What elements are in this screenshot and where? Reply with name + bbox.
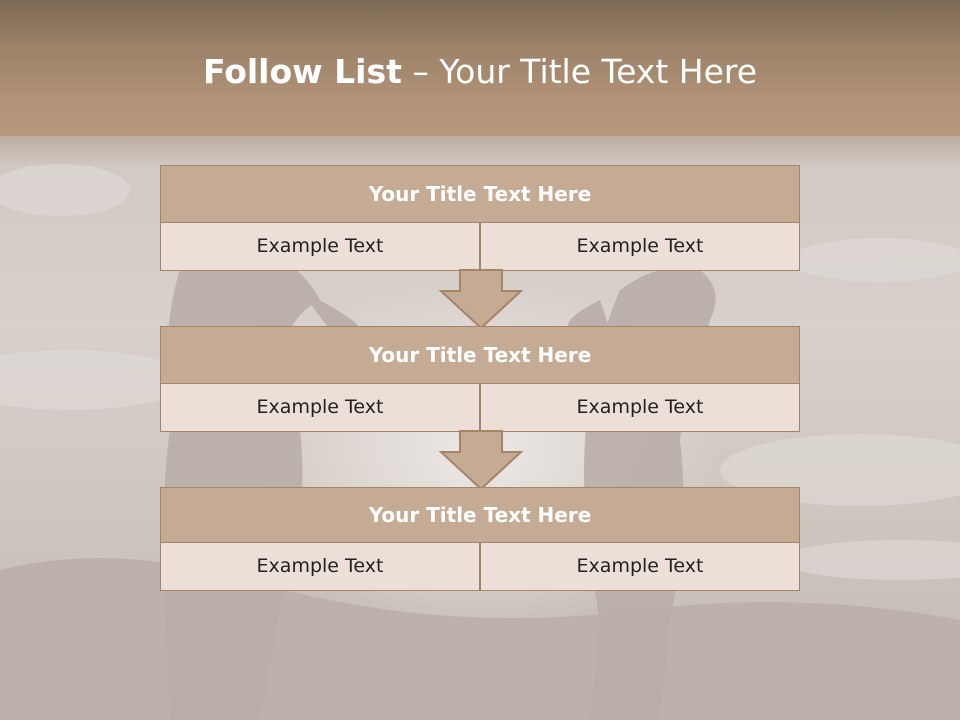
slide-title-strong: Follow List [202, 52, 402, 91]
list-block-2: Your Title Text Here Example Text Exampl… [160, 326, 800, 432]
down-arrow-icon [438, 430, 524, 491]
block-cell-right: Example Text [480, 222, 800, 271]
block-title: Your Title Text Here [160, 326, 800, 384]
block-title: Your Title Text Here [160, 487, 800, 543]
slide-title: Follow List – Your Title Text Here [0, 52, 960, 91]
list-block-1: Your Title Text Here Example Text Exampl… [160, 165, 800, 271]
list-block-3: Your Title Text Here Example Text Exampl… [160, 487, 800, 593]
block-cell-left: Example Text [160, 383, 480, 432]
block-cell-left: Example Text [160, 542, 480, 591]
block-cell-right: Example Text [480, 542, 800, 591]
title-banner [0, 0, 960, 136]
slide-title-rest: – Your Title Text Here [401, 52, 758, 91]
title-banner-shadow [0, 136, 960, 166]
block-cell-left: Example Text [160, 222, 480, 271]
block-title: Your Title Text Here [160, 165, 800, 223]
block-cell-right: Example Text [480, 383, 800, 432]
down-arrow-icon [438, 269, 524, 330]
